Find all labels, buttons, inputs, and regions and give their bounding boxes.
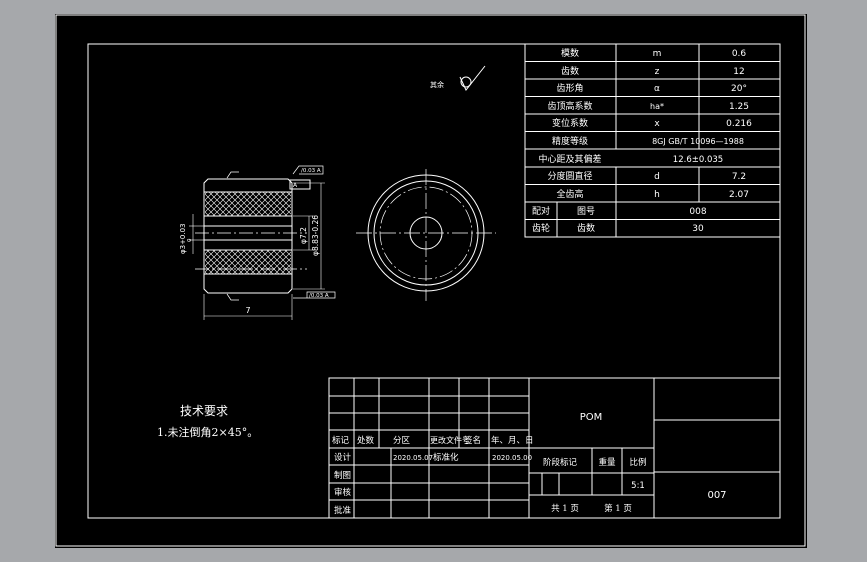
standardize-date: 2020.05.00	[492, 454, 532, 462]
param-name: 精度等级	[552, 135, 588, 147]
param-value: 0.6	[732, 49, 747, 59]
param-value: 2.07	[729, 190, 749, 200]
param-symbol: d	[654, 172, 660, 182]
header-mark: 标记	[332, 435, 350, 446]
design-date: 2020.05.07	[393, 454, 433, 462]
mating-teeth: 30	[692, 224, 704, 234]
scale-value: 5:1	[631, 481, 645, 491]
drawing-number: 007	[707, 490, 726, 501]
row-draw: 制图	[334, 470, 351, 481]
param-name: 齿形角	[556, 82, 583, 94]
header-count: 处数	[357, 435, 375, 446]
end-view	[356, 169, 496, 301]
mating-label-bottom: 齿轮	[532, 222, 550, 234]
param-symbol: ha*	[650, 102, 664, 111]
notes-item: 1.未注倒角2×45°。	[157, 425, 258, 439]
title-block: POM 007 标记 处数 分区 更改文件号 签名 年、月、日 设计 2020.…	[328, 377, 781, 519]
datum-label: A	[293, 182, 298, 189]
row-approve: 批准	[334, 505, 352, 516]
row-standardize: 标准化	[433, 452, 459, 463]
param-value: 12	[733, 67, 744, 77]
scale-label: 比例	[629, 457, 646, 468]
param-name: 齿数	[561, 65, 579, 77]
technical-notes: 技术要求 1.未注倒角2×45°。	[157, 404, 258, 439]
row-review: 审核	[334, 487, 352, 498]
weight-label: 重量	[598, 457, 616, 468]
sheet-number: 第 1 页	[604, 503, 632, 514]
outer-frame	[55, 14, 806, 547]
dim-bore-lower: 0	[187, 238, 193, 242]
param-value: 12.6±0.035	[673, 155, 723, 165]
section-view: A /0.03 A /0.03 A 7	[179, 165, 336, 320]
param-symbol: h	[654, 190, 660, 200]
header-sign: 签名	[464, 435, 481, 446]
param-value: 1.25	[729, 102, 749, 112]
mating-drawing-no-label: 图号	[577, 206, 595, 217]
param-name: 变位系数	[552, 117, 588, 129]
inner-frame	[87, 43, 781, 519]
param-name: 全齿高	[556, 188, 583, 200]
surface-finish-symbol: 其余	[430, 65, 486, 91]
sheet-total: 共 1 页	[551, 504, 579, 514]
runout-bottom: /0.03 A	[309, 293, 329, 299]
param-name: 模数	[561, 47, 579, 59]
param-symbol: m	[653, 49, 662, 59]
dim-hub-dia: φ7.2	[299, 227, 308, 244]
param-symbol: α	[654, 84, 660, 94]
notes-title: 技术要求	[180, 404, 228, 418]
mating-teeth-label: 齿数	[577, 222, 595, 234]
dim-bore: φ3+0.03	[179, 223, 187, 254]
header-docno: 更改文件号	[430, 435, 470, 445]
dim-outer-dia: φ8.83-0.26	[311, 215, 320, 256]
mating-label-top: 配对	[532, 205, 550, 217]
param-value: 0.216	[726, 119, 752, 129]
header-date: 年、月、日	[491, 435, 534, 446]
svg-text:其余: 其余	[430, 80, 444, 89]
param-name: 分度圆直径	[547, 170, 592, 182]
drawing-canvas: 模数 m 0.6 齿数 z 12 齿形角 α 20° 齿顶高系数 ha* 1.2…	[55, 14, 806, 547]
stage-mark: 阶段标记	[543, 457, 578, 468]
row-design: 设计	[334, 452, 352, 463]
header-zone: 分区	[393, 436, 411, 446]
param-name: 中心距及其偏差	[538, 153, 601, 165]
dim-length: 7	[245, 306, 250, 315]
param-name: 齿顶高系数	[547, 100, 592, 112]
runout-top: /0.03 A	[301, 168, 321, 174]
material: POM	[580, 412, 603, 423]
mating-drawing-no: 008	[689, 207, 706, 217]
param-value: 20°	[731, 84, 747, 94]
param-value: 8GJ GB/T 10096—1988	[652, 137, 744, 146]
param-value: 7.2	[732, 172, 746, 182]
gear-parameter-table: 模数 m 0.6 齿数 z 12 齿形角 α 20° 齿顶高系数 ha* 1.2…	[524, 43, 781, 238]
drawing-viewport[interactable]: 模数 m 0.6 齿数 z 12 齿形角 α 20° 齿顶高系数 ha* 1.2…	[55, 14, 807, 548]
param-symbol: x	[654, 119, 660, 129]
param-symbol: z	[655, 67, 660, 77]
